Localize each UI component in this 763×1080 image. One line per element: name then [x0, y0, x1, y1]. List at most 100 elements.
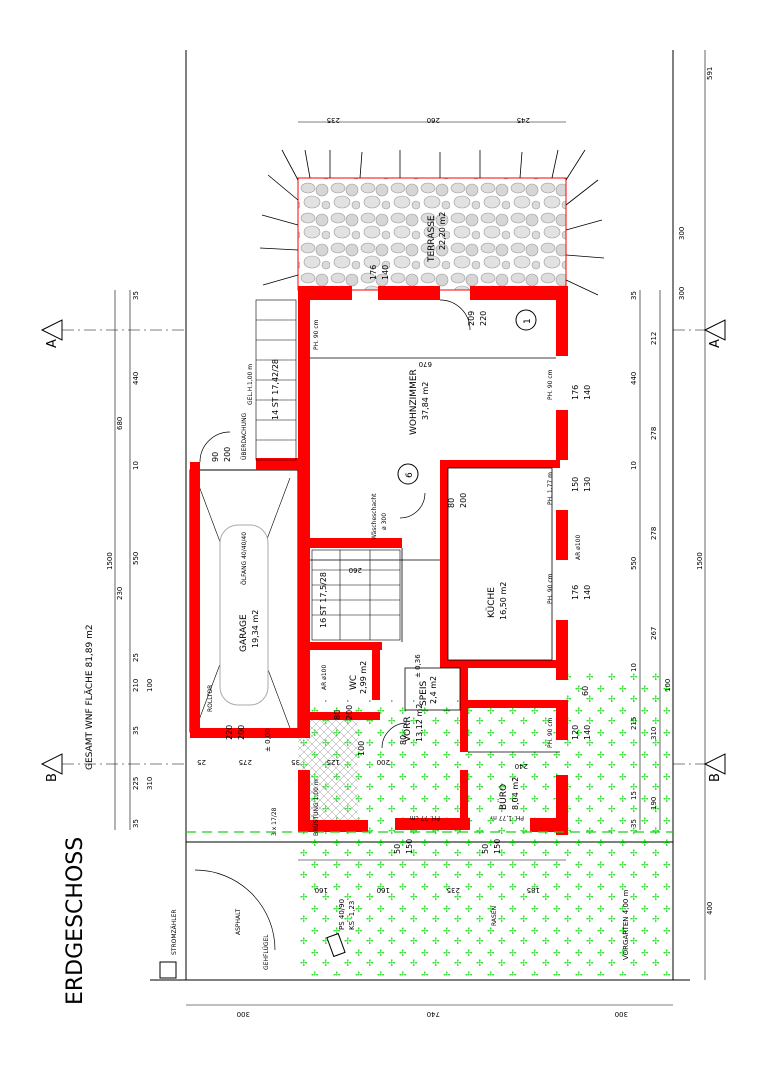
dim-open-7: 176: [571, 385, 580, 400]
dim-35: 35: [291, 758, 300, 766]
dim-right2-1: 300: [678, 227, 686, 240]
dim-open-18: 50: [393, 844, 402, 854]
oelfang-label: ÖLFANG 40/40/40: [241, 532, 248, 585]
room-wohnzimmer-name: WOHNZIMMER: [409, 369, 419, 435]
dim-open-27: 80: [399, 735, 408, 745]
note-ph-5: PH. 90 cm: [547, 717, 554, 748]
room-buero-area: 8,04 m2: [511, 777, 520, 810]
rasen-label: RASEN: [491, 906, 498, 926]
dim-right-1: 35: [630, 291, 638, 300]
dim-open-14: 80: [447, 498, 456, 508]
walls: [190, 286, 568, 835]
dim-left-7: 35: [132, 726, 140, 735]
dim-top-1: 235: [327, 116, 340, 124]
room-vorr-area: 13,12 m2: [415, 704, 424, 742]
gelaender-label: GEL.H.1,00 m: [247, 364, 254, 405]
asphalt-label: ASPHALT: [235, 908, 242, 935]
dim-left2-4: 310: [146, 777, 154, 790]
dim-open-26: 100: [357, 741, 366, 756]
dim-right-3: 10: [630, 461, 638, 470]
ps-box: [326, 932, 346, 958]
dim-open-4: 220: [479, 311, 488, 326]
dim-bottom-2: 740: [427, 1010, 440, 1018]
dim-200: 200: [377, 758, 390, 766]
symbol-circle-6: [397, 463, 419, 485]
outer-stair: [255, 299, 297, 461]
dim-open-6: 200: [223, 447, 232, 462]
dim-left-9: 35: [132, 819, 140, 828]
dim-open-22: 220: [225, 725, 234, 740]
dim-left-total: 1500: [106, 552, 114, 570]
dim-open-3: 209: [467, 311, 476, 326]
room-wc-name: WC: [349, 675, 359, 690]
dim-inner-1: 160: [315, 886, 328, 894]
dim-inner-4: 185: [527, 886, 540, 894]
dim-right2-7: 310: [650, 727, 658, 740]
dim-right-outer-3: 400: [706, 902, 714, 915]
note-ar-1: AR ø100: [575, 535, 582, 560]
dim-bottom-3: 300: [615, 1010, 628, 1018]
dim-open-12: 140: [583, 585, 592, 600]
room-vorr-name: VORR: [403, 716, 413, 742]
lawn-area: [298, 700, 672, 976]
dim-right2-6: 100: [664, 679, 672, 692]
room-wc-area: 2,99 m2: [359, 661, 368, 694]
dim-right-6: 215: [630, 717, 638, 730]
sheet-title: ERDGESCHOSS: [63, 837, 88, 1005]
dim-open-16: 120: [571, 725, 580, 740]
dim-open-5: 90: [211, 452, 220, 462]
dim-open-13: 60: [581, 686, 590, 696]
dim-125: 125: [327, 758, 340, 766]
dim-right-outer-2: 300: [678, 287, 686, 300]
dim-275: 275: [239, 758, 252, 766]
symbol-circle-1: [515, 309, 537, 331]
note-ph-2: PH. 90 cm: [547, 369, 554, 400]
note-ph-3: PH. 1,77 m: [547, 472, 554, 505]
dim-open-11: 176: [571, 585, 580, 600]
dim-bottom-1: 300: [237, 1010, 250, 1018]
dim-inner-3: 235: [447, 886, 460, 894]
main-stair: [311, 549, 401, 641]
section-marker-b-right: B: [708, 773, 723, 782]
room-wohnzimmer-area: 37,84 m2: [421, 382, 430, 420]
section-marker-b-left: B: [45, 773, 60, 782]
level-vorr: ± 0,36: [414, 654, 422, 678]
dim-open-10: 130: [583, 477, 592, 492]
section-axis-lines: [62, 329, 705, 765]
dim-right-4: 550: [630, 557, 638, 570]
dim-open-2: 140: [381, 265, 390, 280]
dim-top-3: 245: [517, 116, 530, 124]
dim-open-24: 80: [333, 710, 342, 720]
dim-240: 240: [515, 762, 528, 770]
stufe-label: 3 x 17/28: [271, 807, 278, 836]
dim-right2-3: 278: [650, 427, 658, 440]
dim-right2-2: 212: [650, 332, 658, 345]
meter-box: [159, 961, 177, 979]
dim-left2-1: 680: [116, 417, 124, 430]
dim-open-1: 176: [369, 265, 378, 280]
section-marker-a-right: A: [708, 339, 723, 348]
note-ph-7: PH. 77 cm: [409, 814, 440, 821]
symbol-6-label: 6: [405, 472, 415, 478]
note-ph-1: PH. 90 cm: [313, 319, 320, 350]
section-markers: [40, 319, 726, 775]
dim-25: 25: [197, 758, 206, 766]
dim-left-4: 550: [132, 552, 140, 565]
dim-left-1: 35: [132, 291, 140, 300]
note-ar-2: AR ø100: [321, 665, 328, 690]
dim-open-19: 150: [405, 839, 414, 854]
dim-right2-8: 190: [650, 797, 658, 810]
room-garage-area: 19,34 m2: [251, 610, 260, 648]
stair-outer-label: 14 ST 17,42/28: [271, 359, 280, 420]
dim-left-3: 10: [132, 461, 140, 470]
dim-open-15: 200: [459, 493, 468, 508]
dim-inner-2: 160: [377, 886, 390, 894]
dim-right-7: 15: [630, 791, 638, 800]
room-kueche-area: 16,50 m2: [499, 582, 508, 620]
dim-right-2: 440: [630, 372, 638, 385]
terrace-rays: [259, 149, 605, 296]
dim-open-23: 200: [237, 725, 246, 740]
dimension-lines: [114, 50, 706, 1006]
ks-label: KS -1,23: [348, 901, 356, 930]
dim-open-9: 150: [571, 477, 580, 492]
